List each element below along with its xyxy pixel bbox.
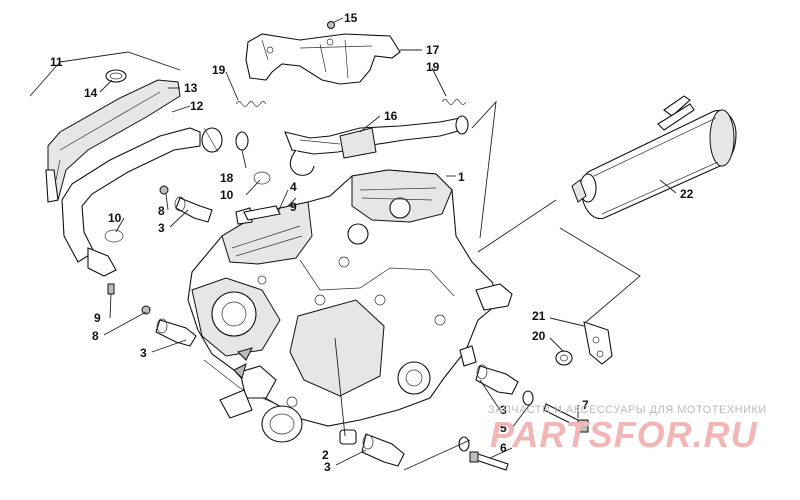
heat-shield-part [245,33,401,85]
callout-1: 1 [458,170,465,184]
callout-16: 16 [384,109,398,123]
front-pipe-part [61,127,223,277]
callout-22: 22 [680,187,694,201]
callout-4: 4 [290,180,297,194]
bolt-part-8-upper [159,185,169,195]
callout-14: 14 [84,86,98,100]
grommet-part-20 [555,350,573,366]
pipe-cover-part [45,79,181,203]
ring-part-10-left [104,229,124,243]
bracket-part-21 [583,321,613,365]
callout-11: 11 [50,55,63,69]
callout-17: 17 [426,43,440,57]
header-pipe-part [284,115,469,176]
callout-9-lower: 9 [94,311,101,325]
callout-8-upper: 8 [158,204,165,218]
callout-19-right: 19 [426,60,440,74]
callout-12: 12 [190,99,204,113]
mount-part-right [475,364,519,395]
mount-part-lower [155,318,197,347]
ring-part-10-top [253,171,271,185]
engine-part [187,169,513,443]
callout-21: 21 [532,309,546,323]
gasket-part-18 [235,131,249,151]
callout-2: 2 [322,448,329,462]
muffler-part [571,95,737,220]
arrow-icon-upper [237,347,253,361]
callout-6: 6 [500,441,507,455]
sticker-part-4 [243,205,281,221]
callout-3-right: 3 [500,403,507,417]
callout-7: 7 [582,398,589,412]
bolt-part-8-lower [141,305,151,315]
callout-20: 20 [532,329,546,343]
bolt-part-7 [543,403,589,433]
callout-9-upper: 9 [290,200,297,214]
callout-3-lower: 3 [140,346,147,360]
callout-18: 18 [220,171,234,185]
callout-15: 15 [344,11,358,25]
callout-19-left: 19 [212,63,226,77]
callout-13: 13 [184,81,198,95]
clamp-part-14 [105,69,127,83]
spacer-part-2 [339,429,357,445]
mount-part-upper [174,196,213,223]
washer-part-lower [458,436,470,452]
callout-3-upper: 3 [158,221,165,235]
callout-10-lower: 10 [108,211,122,225]
spring-part-left [235,101,267,107]
leader-lines [29,17,677,471]
mount-part-bottom [361,433,405,467]
callout-5: 5 [500,421,507,435]
arrow-icon-lower [233,363,247,379]
bolt-part-9-left [107,283,115,295]
bolt-part-6 [469,451,509,471]
spring-part-right [441,99,467,105]
bolt-part-15 [327,21,335,29]
washer-part-upper [522,390,534,406]
callout-3-bottom: 3 [324,460,331,474]
watermark-caption: ЗАПЧАСТИ И АКСЕССУАРЫ ДЛЯ МОТОТЕХНИКИ [488,404,767,416]
watermark-logo: PARTSFOR.RU [490,414,758,455]
callout-8-lower: 8 [92,329,99,343]
callout-10-upper: 10 [220,188,234,202]
